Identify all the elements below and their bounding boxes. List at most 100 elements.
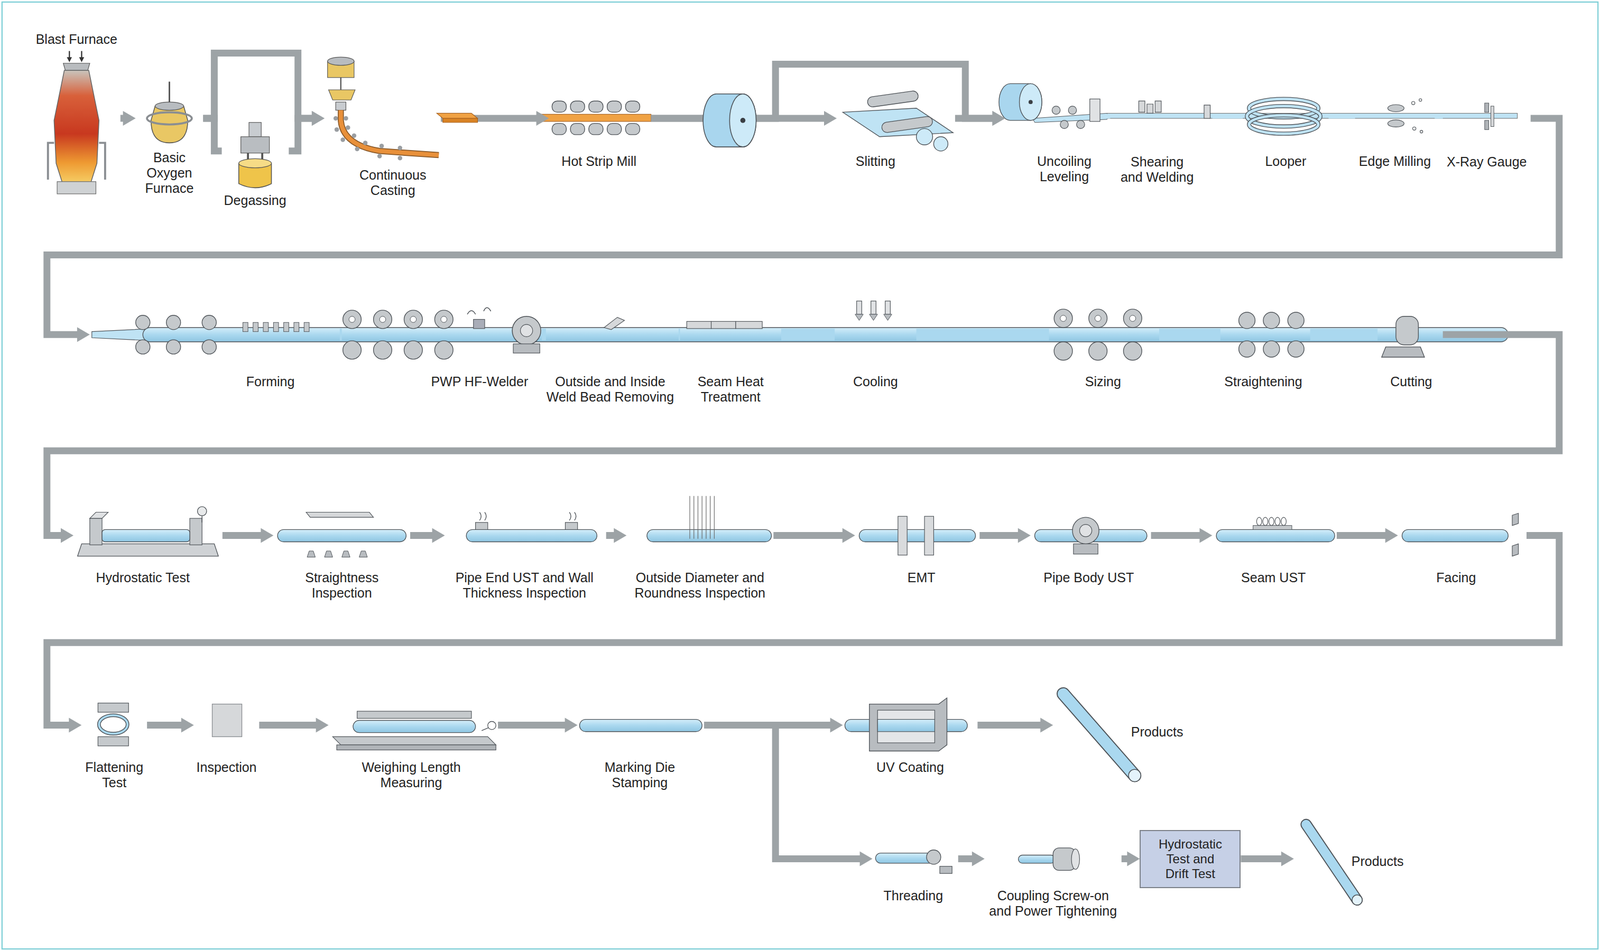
edge-miller xyxy=(1411,101,1415,105)
hot-strip-mill xyxy=(570,100,585,113)
finishing-line xyxy=(1018,855,1056,864)
finishing-line xyxy=(353,720,476,734)
pipe-mill xyxy=(348,316,356,323)
pipe-mill xyxy=(1395,316,1419,346)
edge-miller xyxy=(1420,130,1423,134)
flow-arrow xyxy=(651,64,994,119)
edge-miller xyxy=(1387,119,1404,128)
slitter xyxy=(843,108,954,137)
flow-arrow xyxy=(1336,528,1399,544)
finishing-line xyxy=(1063,694,1135,776)
pipe-line xyxy=(1310,328,1378,341)
continuous-caster xyxy=(340,137,345,142)
pipe-mill xyxy=(440,316,448,323)
inspection-line xyxy=(924,516,934,556)
pipe-mill xyxy=(1053,309,1073,328)
hot-coil xyxy=(729,94,756,147)
step-label: Hot Strip Mill xyxy=(561,153,637,170)
x-ray-gauge xyxy=(1484,120,1489,130)
arrow-head xyxy=(60,528,74,544)
step-label: Outside and Inside Weld Bead Removing xyxy=(543,374,677,405)
hot-strip-mill xyxy=(625,123,640,135)
strip-line xyxy=(1328,114,1355,119)
pipe-mill xyxy=(856,301,863,315)
pipe-line xyxy=(541,334,547,336)
pipe-mill xyxy=(434,310,453,329)
flow-arrow xyxy=(955,111,1006,126)
inspection-line xyxy=(1512,543,1519,557)
inspection-line xyxy=(475,522,488,531)
uncoiler-leveler xyxy=(1051,106,1060,115)
pipe-line xyxy=(1159,328,1221,341)
inspection-line xyxy=(1274,517,1281,526)
finishing-line xyxy=(1071,849,1080,871)
finishing-line xyxy=(1063,694,1135,776)
inspection-line xyxy=(466,529,597,542)
step-label: Outside Diameter and Roundness Inspectio… xyxy=(631,570,770,601)
step-label: Hydrostatic Test xyxy=(96,570,190,586)
flow-arrow xyxy=(958,851,985,867)
hot-strip-mill xyxy=(551,100,567,113)
hot-strip-mill xyxy=(588,123,604,135)
uncoiler-leveler xyxy=(1028,99,1033,105)
finishing-line xyxy=(1128,769,1141,782)
uncoiler-leveler xyxy=(1060,120,1069,129)
continuous-caster xyxy=(340,77,342,90)
degassing-vessel xyxy=(241,136,270,154)
continuous-caster xyxy=(398,155,403,161)
pipe-line xyxy=(678,328,681,341)
step-label: Flattening Test xyxy=(83,760,145,791)
flow-arrow xyxy=(606,528,627,544)
blast-furnace xyxy=(98,142,106,180)
inspection-line xyxy=(324,551,333,558)
pipe-mill xyxy=(735,321,763,329)
pipe-mill xyxy=(512,316,541,346)
arrow-head xyxy=(565,718,578,734)
step-label: Pipe Body UST xyxy=(1043,570,1134,586)
flow-arrow xyxy=(146,722,183,729)
steel-slab xyxy=(442,118,478,123)
step-label: Threading xyxy=(883,888,943,904)
flow-arrow xyxy=(222,528,274,544)
flow-arrow xyxy=(1240,855,1282,863)
finishing-line xyxy=(481,727,489,732)
pipe-mill xyxy=(1287,312,1304,329)
pipe-mill xyxy=(1129,315,1136,322)
pipe-line xyxy=(781,328,835,341)
flow-arrow xyxy=(47,118,1560,342)
process-box: Hydrostatic Test and Drift Test xyxy=(1139,830,1241,889)
process-step: Products xyxy=(1293,816,1411,913)
pipe-mill xyxy=(1287,340,1304,358)
step-label: UV Coating xyxy=(876,760,945,776)
flow-arrow xyxy=(773,532,844,540)
step-label: Hydrostatic Test and Drift Test xyxy=(1145,837,1235,882)
pipe-mill xyxy=(1088,341,1108,361)
pipe-mill xyxy=(604,317,625,330)
finishing-line xyxy=(1306,825,1358,901)
inspection-line xyxy=(89,512,109,520)
finishing-line xyxy=(97,736,129,746)
inspection-line xyxy=(102,529,190,542)
pipe-mill xyxy=(520,324,533,337)
pipe-mill xyxy=(283,322,290,332)
flow-arrow xyxy=(958,855,974,863)
process-step: Marking Die Stamping xyxy=(577,711,705,804)
inspection-line xyxy=(1072,517,1099,544)
step-label: Continuous Casting xyxy=(357,167,429,199)
finishing-line xyxy=(97,703,129,713)
degassing-vessel xyxy=(238,158,272,168)
process-step: Forming xyxy=(89,312,340,396)
arrow-head xyxy=(1126,851,1140,867)
pipe-mill xyxy=(135,315,151,330)
hot-strip-mill xyxy=(607,123,622,135)
blast-furnace xyxy=(48,142,55,180)
arrow-head xyxy=(859,851,873,867)
arrow-head xyxy=(260,528,274,544)
pipe-mill xyxy=(513,344,540,354)
step-label: Sizing xyxy=(1085,374,1122,390)
blast-furnace xyxy=(63,63,90,71)
process-step: Inspection xyxy=(193,699,260,782)
